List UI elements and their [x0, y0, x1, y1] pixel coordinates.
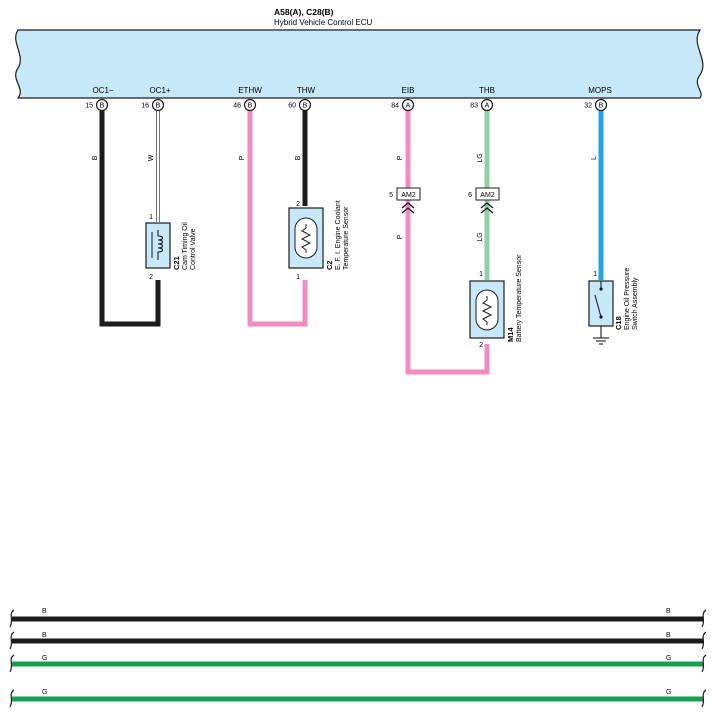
- svg-text:G: G: [42, 655, 47, 662]
- wire-label-thw: B: [295, 155, 302, 160]
- svg-text:16: 16: [141, 103, 149, 110]
- wire-label-mops: L: [591, 156, 598, 160]
- svg-text:A: A: [406, 103, 411, 110]
- svg-text:Battery Temperature Sensor: Battery Temperature Sensor: [516, 254, 523, 342]
- pressure-switch-icon: [594, 294, 602, 318]
- terminal-mops: B 32: [584, 98, 608, 112]
- svg-text:2: 2: [296, 201, 300, 208]
- svg-text:C2: C2: [325, 260, 334, 270]
- component-c2: 2 1 C2 E. F. I. Engine Coolant Temperatu…: [288, 200, 350, 281]
- terminal-thw: B 60: [288, 98, 312, 112]
- svg-text:2: 2: [479, 342, 483, 349]
- wire-label-eib-bottom: P: [397, 234, 404, 239]
- svg-text:B: B: [666, 632, 671, 639]
- ecu-body: [15, 29, 704, 99]
- svg-text:32: 32: [584, 103, 592, 110]
- legend-wire-g-2: G G: [9, 689, 707, 708]
- wire-eib: [405, 110, 490, 375]
- terminal-thb: A 83: [470, 98, 494, 112]
- svg-text:15: 15: [85, 103, 93, 110]
- svg-text:AM2: AM2: [401, 192, 416, 199]
- legend-wire-g-1: G G: [9, 654, 707, 673]
- junction-am2-thb: AM2 6: [468, 187, 500, 214]
- thermistor-icon: [481, 296, 493, 325]
- svg-text:Engine Oil Pressure: Engine Oil Pressure: [624, 268, 631, 330]
- svg-text:M14: M14: [506, 327, 515, 342]
- svg-text:AM2: AM2: [480, 192, 495, 199]
- terminal-eib-label: EIB: [402, 86, 415, 95]
- component-c21: 1 2 C21 Cam Timing Oil Control Valve: [145, 214, 197, 281]
- svg-text:2: 2: [149, 274, 153, 281]
- terminal-ethw-label: ETHW: [238, 86, 262, 95]
- terminal-oc1-plus: B 16: [141, 98, 165, 112]
- svg-text:60: 60: [288, 103, 296, 110]
- svg-text:Switch Assembly: Switch Assembly: [632, 277, 639, 330]
- svg-text:C21: C21: [172, 256, 181, 270]
- svg-text:1: 1: [149, 214, 153, 221]
- terminal-oc1-minus: B 15: [85, 98, 109, 112]
- terminal-mops-label: MOPS: [588, 86, 612, 95]
- svg-text:G: G: [666, 655, 671, 662]
- svg-text:84: 84: [391, 103, 399, 110]
- terminal-thb-label: THB: [479, 86, 495, 95]
- svg-text:G: G: [42, 689, 47, 696]
- wire-label-thb-bottom: LG: [477, 232, 484, 241]
- svg-text:B: B: [42, 608, 47, 615]
- terminal-oc1-minus-label: OC1−: [92, 86, 113, 95]
- svg-text:B: B: [303, 103, 308, 110]
- svg-text:B: B: [599, 103, 604, 110]
- wire-label-oc1-plus: W: [148, 154, 155, 161]
- legend-wire-b-1: B B: [9, 608, 707, 628]
- wire-label-ethw: P: [239, 155, 246, 160]
- svg-text:5: 5: [389, 192, 393, 199]
- ground-icon: [593, 337, 609, 345]
- svg-text:C18: C18: [614, 316, 623, 330]
- terminal-thw-label: THW: [297, 86, 316, 95]
- terminal-oc1-plus-label: OC1+: [149, 86, 170, 95]
- terminal-ethw: B 46: [233, 98, 257, 112]
- svg-text:Cam Timing Oil: Cam Timing Oil: [182, 222, 189, 270]
- svg-text:Temperature Sensor: Temperature Sensor: [343, 206, 350, 270]
- wire-oc1-minus: [99, 110, 161, 327]
- wire-label-thb-top: LG: [477, 153, 484, 162]
- svg-text:Control Valve: Control Valve: [190, 228, 197, 270]
- svg-text:6: 6: [468, 192, 472, 199]
- ecu-code: A58(A), C28(B): [274, 7, 334, 17]
- svg-text:B: B: [666, 608, 671, 615]
- svg-text:G: G: [666, 689, 671, 696]
- thermistor-icon: [300, 224, 312, 253]
- legend-wire-b-2: B B: [9, 631, 707, 650]
- wire-ethw: [247, 110, 308, 327]
- svg-text:B: B: [248, 103, 253, 110]
- svg-text:A: A: [485, 103, 490, 110]
- svg-text:E. F. I. Engine Coolant: E. F. I. Engine Coolant: [335, 200, 342, 270]
- svg-text:46: 46: [233, 103, 241, 110]
- svg-text:B: B: [156, 103, 161, 110]
- terminal-eib: A 84: [391, 98, 415, 112]
- svg-text:83: 83: [470, 103, 478, 110]
- svg-text:B: B: [42, 632, 47, 639]
- svg-text:1: 1: [593, 271, 597, 278]
- wire-label-oc1-minus: B: [92, 155, 99, 160]
- svg-text:B: B: [100, 103, 105, 110]
- svg-text:1: 1: [296, 274, 300, 281]
- junction-am2-eib: AM2 5: [389, 187, 421, 214]
- component-m14: 1 2 M14 Battery Temperature Sensor: [469, 254, 523, 349]
- component-c18: 1 C18 Engine Oil Pressure Switch Assembl…: [588, 268, 639, 345]
- svg-text:1: 1: [479, 271, 483, 278]
- ecu-name: Hybrid Vehicle Control ECU: [274, 18, 372, 27]
- solenoid-coil-icon: [157, 230, 164, 260]
- wire-label-eib-top: P: [397, 155, 404, 160]
